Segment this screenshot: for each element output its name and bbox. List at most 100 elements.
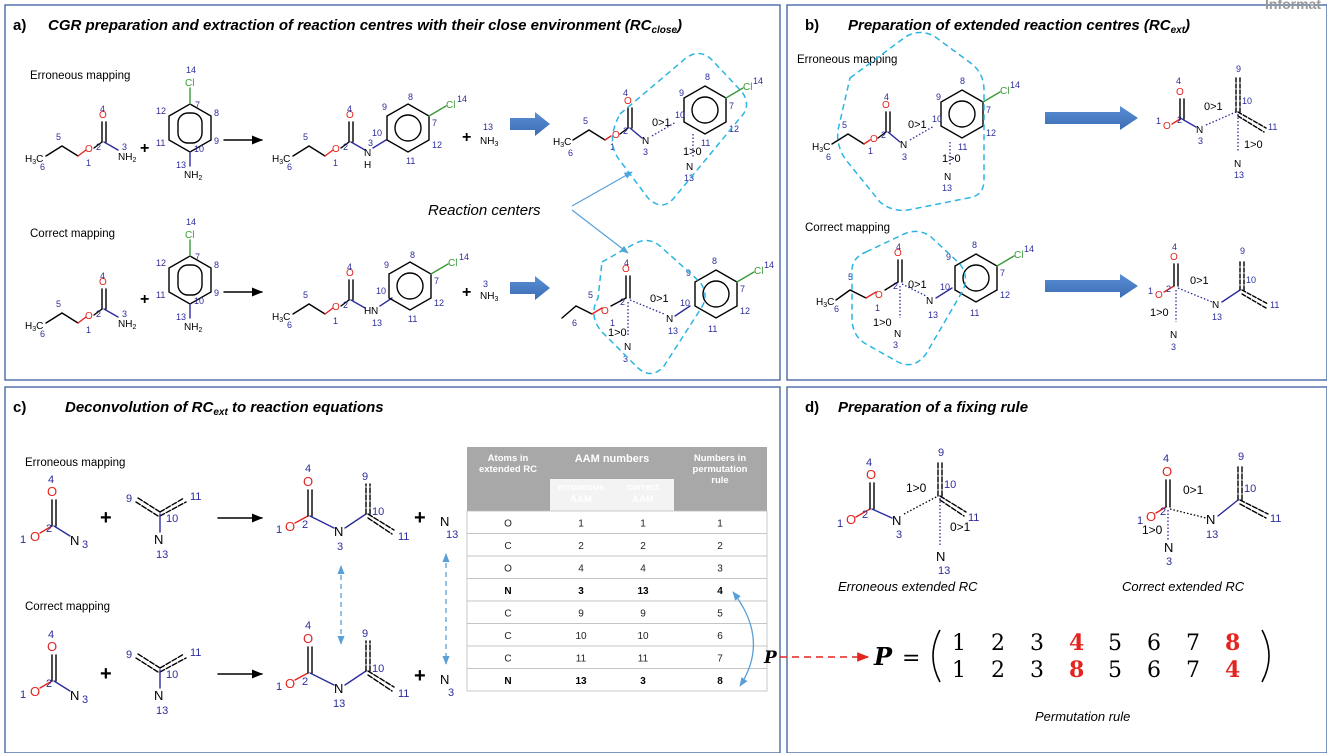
svg-text:13: 13 (333, 698, 345, 710)
svg-text:O: O (332, 302, 340, 313)
svg-text:13: 13 (928, 310, 938, 320)
table-cell-cor: 11 (638, 653, 649, 664)
perm-cell-r1-c1: 1 (952, 631, 966, 656)
panel-c-err-n13: N (440, 514, 449, 529)
perm-right-paren (1261, 629, 1270, 683)
table-cell-cor: 9 (640, 608, 646, 619)
svg-text:7: 7 (195, 252, 200, 262)
th-cor-2: AAM (632, 494, 654, 505)
big-arrow-b1 (1045, 106, 1138, 130)
svg-text:5: 5 (56, 132, 61, 142)
svg-text:1: 1 (333, 158, 338, 168)
svg-text:H3C: H3C (812, 142, 830, 154)
svg-text:4: 4 (347, 104, 352, 114)
perm-cell-r2-c1: 1 (952, 658, 966, 683)
svg-text:H3C: H3C (272, 312, 290, 324)
svg-text:9: 9 (946, 252, 951, 262)
svg-text:0>1: 0>1 (950, 520, 971, 534)
svg-text:NH2: NH2 (184, 170, 202, 182)
svg-text:O: O (1163, 121, 1171, 132)
svg-text:6: 6 (40, 329, 45, 339)
svg-text:10: 10 (376, 286, 386, 296)
panel-b-title: Preparation of extended reaction centres… (848, 17, 1190, 36)
svg-text:O: O (622, 264, 630, 275)
svg-text:1: 1 (86, 325, 91, 335)
svg-text:N: N (944, 172, 951, 183)
svg-text:O: O (47, 484, 57, 499)
svg-text:10: 10 (372, 128, 382, 138)
rc-arrow-bottom (571, 209, 629, 254)
perm-cell-r1-c3: 3 (1030, 631, 1044, 656)
svg-text:O: O (870, 134, 878, 145)
svg-text:10: 10 (166, 513, 178, 525)
svg-text:O: O (1170, 252, 1178, 263)
svg-text:13: 13 (938, 565, 950, 577)
svg-text:4: 4 (866, 457, 872, 469)
svg-text:9: 9 (214, 288, 219, 298)
svg-text:12: 12 (1000, 290, 1010, 300)
svg-text:11: 11 (398, 688, 409, 700)
svg-text:4: 4 (896, 242, 901, 252)
svg-text:11: 11 (701, 138, 710, 148)
svg-text:N: N (1234, 159, 1241, 170)
panel-a-letter: a) (13, 17, 26, 34)
svg-text:1>0: 1>0 (1142, 523, 1163, 537)
svg-text:13: 13 (176, 312, 186, 322)
svg-text:4: 4 (1163, 453, 1169, 465)
perm-cell-r2-c5: 5 (1108, 658, 1122, 683)
svg-text:5: 5 (56, 299, 61, 309)
svg-text:O: O (1162, 464, 1172, 479)
svg-text:10: 10 (372, 663, 384, 675)
svg-text:9: 9 (1236, 64, 1241, 74)
svg-text:9: 9 (126, 493, 132, 505)
big-arrow-a2 (510, 276, 550, 300)
svg-text:N: N (364, 148, 371, 159)
svg-text:6: 6 (287, 162, 292, 172)
svg-text:1: 1 (610, 318, 615, 328)
svg-text:1: 1 (868, 146, 873, 156)
svg-text:13: 13 (176, 160, 186, 170)
table-cell-perm: 6 (717, 631, 723, 642)
svg-text:2: 2 (1177, 115, 1182, 125)
svg-text:9: 9 (362, 628, 368, 640)
svg-text:0>1: 0>1 (1190, 275, 1209, 287)
panel-a-correct-label: Correct mapping (30, 228, 115, 240)
svg-text:4: 4 (624, 258, 629, 268)
svg-text:O: O (875, 290, 883, 301)
svg-text:12: 12 (432, 140, 442, 150)
svg-text:9: 9 (126, 649, 132, 661)
svg-text:O: O (601, 306, 609, 317)
svg-text:1>0: 1>0 (1150, 307, 1169, 319)
svg-text:4: 4 (1172, 242, 1177, 252)
svg-text:N: N (894, 329, 901, 340)
svg-text:4: 4 (347, 262, 352, 272)
svg-text:6: 6 (40, 162, 45, 172)
plus-a2: + (462, 129, 471, 146)
svg-text:14: 14 (764, 260, 774, 270)
svg-text:3: 3 (82, 694, 88, 706)
svg-text:5: 5 (588, 290, 593, 300)
svg-text:8: 8 (214, 108, 219, 118)
svg-text:14: 14 (1010, 80, 1020, 90)
panel-b-letter: b) (805, 17, 819, 34)
table-cell-err: 11 (576, 653, 587, 664)
svg-text:7: 7 (432, 118, 437, 128)
table-cell-cor: 1 (640, 518, 646, 529)
svg-text:14: 14 (186, 65, 196, 75)
svg-text:4: 4 (305, 620, 311, 632)
table-cell-cor: 13 (637, 586, 649, 597)
svg-text:10: 10 (166, 669, 178, 681)
svg-text:11: 11 (156, 138, 165, 148)
panel-d-erroneous-rc: Erroneous extended RC (838, 579, 978, 594)
panel-b-border (786, 4, 1327, 381)
svg-text:H3C: H3C (553, 137, 571, 149)
svg-text:12: 12 (434, 298, 444, 308)
